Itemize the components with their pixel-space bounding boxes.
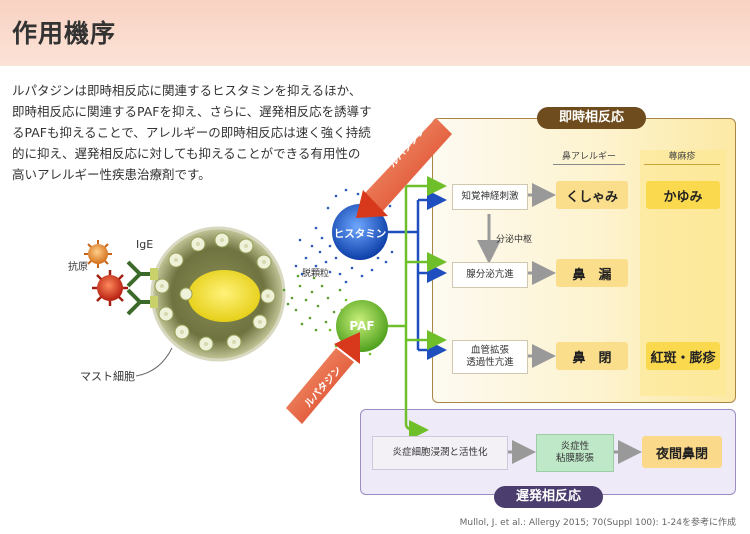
- symptom-erythema-wheal: 紅斑・膨疹: [646, 342, 720, 370]
- immediate-phase-title: 即時相反応: [537, 107, 647, 129]
- ige-label: IgE: [136, 238, 154, 251]
- symptom-nasal-block: 鼻 閉: [556, 342, 628, 370]
- symptom-rhinorrhea: 鼻 漏: [556, 259, 628, 287]
- rupatadine-wedge-bottom: [286, 332, 360, 424]
- process-sensory-nerve: 知覚神経刺激: [452, 184, 528, 210]
- intro-text: ルパタジンは即時相反応に関連するヒスタミンを抑えるほか、即時相反応に関連するPA…: [12, 83, 372, 182]
- process-inflammatory-cells: 炎症細胞浸潤と活性化: [372, 436, 508, 470]
- antigen-label: 抗原: [68, 262, 88, 273]
- citation: Mullol, J. et al.: Allergy 2015; 70(Supp…: [459, 518, 736, 528]
- paf-arrows: [388, 176, 447, 440]
- degranulation-dots: [282, 188, 394, 356]
- paf-label: PAF: [349, 319, 375, 333]
- histamine-sphere: [332, 204, 388, 260]
- process-vasodilation: 血管拡張 透過性亢進: [452, 340, 528, 374]
- ige-receptors: [126, 260, 158, 316]
- header-band: 作用機序: [0, 0, 750, 66]
- degranulation-label: 脱顆粒: [302, 269, 330, 279]
- secretory-center-label: 分泌中枢: [496, 235, 533, 245]
- antigen-orange-icon: [84, 240, 112, 268]
- antigen-red-icon: [92, 270, 128, 306]
- mast-cell-label: マスト細胞: [80, 370, 135, 383]
- process-gland-secretion: 腺分泌亢進: [452, 262, 528, 288]
- rupatadine-wedge-top: [356, 118, 452, 218]
- symptom-itching: かゆみ: [646, 181, 720, 209]
- late-phase-title: 遅発相反応: [494, 486, 604, 508]
- page-title: 作用機序: [12, 19, 117, 48]
- mast-cell-leader-line: [135, 347, 173, 377]
- process-arrows: [477, 183, 642, 464]
- symptom-sneezing: くしゃみ: [556, 181, 628, 209]
- histamine-label: ヒスタミン: [333, 228, 387, 240]
- nasal-allergy-header: 鼻アレルギー: [553, 150, 625, 165]
- mast-cell-graphic: [150, 226, 286, 362]
- urticaria-header: 蕁麻疹: [644, 150, 720, 165]
- process-mucosal-swelling: 炎症性 粘膜膨張: [536, 434, 614, 472]
- symptom-nocturnal-congestion: 夜間鼻閉: [642, 436, 722, 468]
- histamine-arrows: [388, 190, 447, 360]
